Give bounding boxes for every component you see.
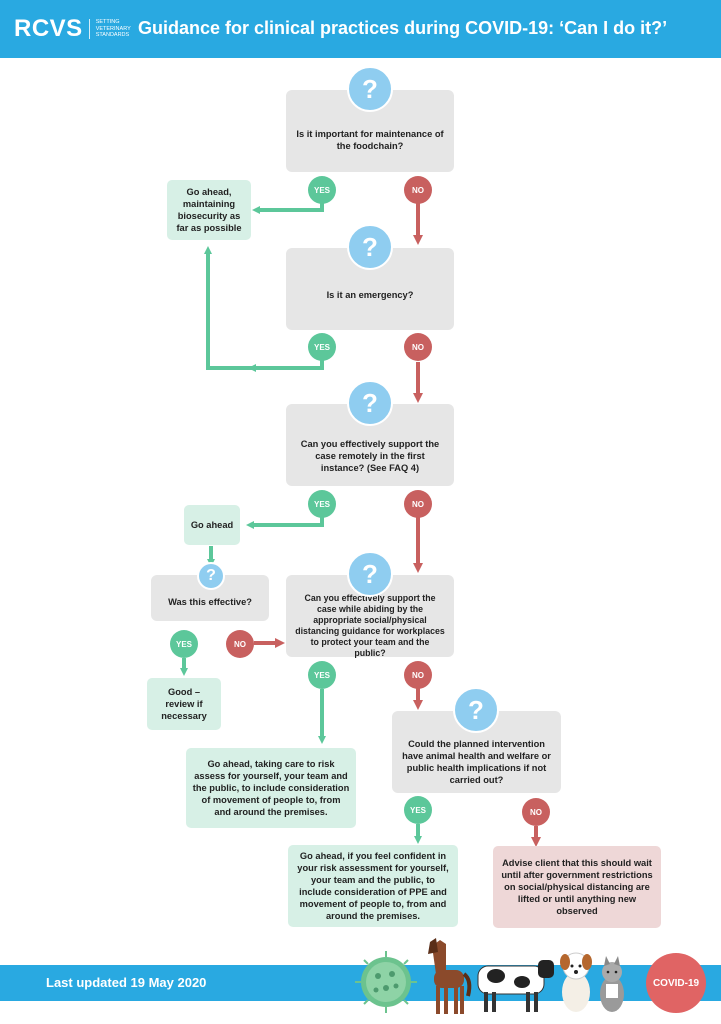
last-updated: Last updated 19 May 2020 [46,975,207,990]
yes-badge: YES [308,333,336,361]
logo-tagline: Setting Veterinary Standards [88,19,145,39]
yes-badge: YES [308,490,336,518]
outcome-go-ahead-biosecurity: Go ahead, maintaining biosecurity as far… [167,180,251,240]
arrow-yes-q3 [246,516,324,529]
question-emergency: Is it an emergency? [286,248,454,330]
covid-19-badge: COVID-19 [646,953,706,1013]
logo-text: RCVS [14,15,83,42]
horse-icon [428,938,472,1014]
outcome-good-review-text: Good – review if necessary [161,687,207,721]
yes-badge: YES [308,661,336,689]
rcvs-logo: RCVS Setting Veterinary Standards [14,14,145,44]
cat-icon [600,956,624,1012]
animal-illustrations [355,938,624,1014]
no-badge: NO [404,490,432,518]
no-badge: NO [226,630,254,658]
question-distancing-text: Can you effectively support the case whi… [295,593,445,658]
outcome-go-ahead: Go ahead [184,505,240,545]
arrow-yes-q1 [252,203,324,214]
header-bar: RCVS Setting Veterinary Standards Guidan… [0,0,721,58]
outcome-go-ahead-text: Go ahead [190,520,234,530]
outcome-go-ahead-risk-assess: Go ahead, taking care to risk assess for… [186,748,356,828]
virus-icon [355,951,417,1013]
outcome-advise-wait: Advise client that this should wait unti… [493,846,661,928]
yes-badge: YES [404,796,432,824]
yes-badge: YES [308,176,336,204]
question-mark-icon: ? [347,380,393,426]
question-mark-icon: ? [347,66,393,112]
question-mark-icon: ? [453,687,499,733]
question-foodchain-text: Is it important for maintenance of the f… [296,129,444,151]
outcome-go-ahead-confident-text: Go ahead, if you feel confident in your … [297,851,449,921]
outcome-go-ahead-biosecurity-text: Go ahead, maintaining biosecurity as far… [176,187,242,233]
question-mark-icon: ? [347,224,393,270]
no-badge: NO [404,333,432,361]
question-emergency-text: Is it an emergency? [326,290,414,300]
yes-badge: YES [170,630,198,658]
outcome-go-ahead-confident: Go ahead, if you feel confident in your … [288,845,458,927]
question-mark-icon: ? [197,562,225,590]
question-effective-text: Was this effective? [168,597,252,607]
cow-icon [477,960,554,1012]
question-distancing: Can you effectively support the case whi… [286,575,454,658]
no-badge: NO [404,176,432,204]
page-title: Guidance for clinical practices during C… [138,18,668,38]
dog-icon [560,952,592,1012]
outcome-good-review: Good – review if necessary [147,678,221,730]
question-implications-text: Could the planned intervention have anim… [402,739,551,785]
outcome-advise-wait-text: Advise client that this should wait unti… [501,858,653,916]
outcome-go-ahead-risk-assess-text: Go ahead, taking care to risk assess for… [192,759,350,817]
question-remote-support-text: Can you effectively support the case rem… [300,439,440,473]
question-mark-icon: ? [347,551,393,597]
no-badge: NO [404,661,432,689]
no-badge: NO [522,798,550,826]
